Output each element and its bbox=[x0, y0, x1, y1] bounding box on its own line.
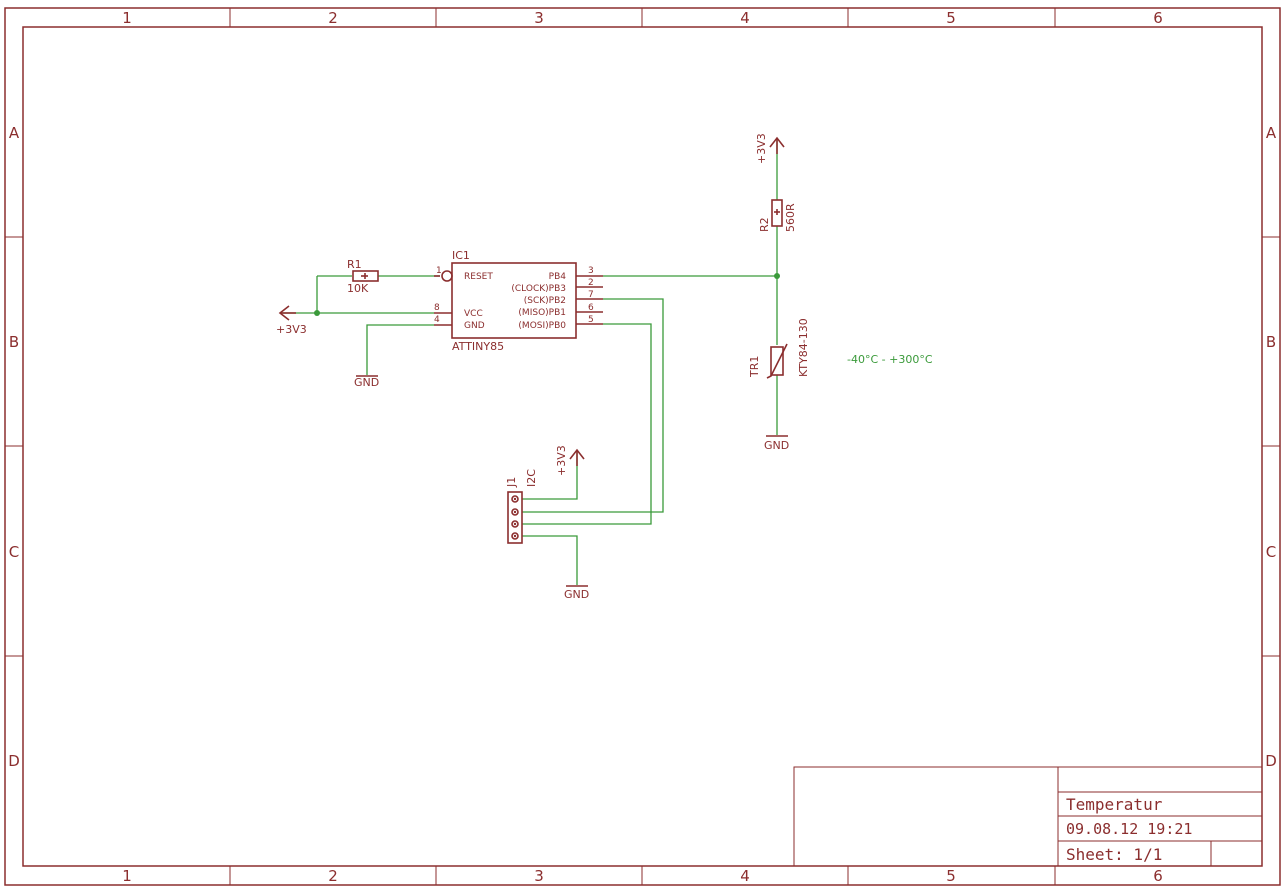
j1-value: I2C bbox=[525, 469, 538, 487]
wire-j1-gnd bbox=[522, 535, 578, 585]
connector-j1-body bbox=[507, 491, 523, 544]
ic1-pin-num-4: 4 bbox=[434, 315, 440, 325]
thermistor-tr1[interactable]: TR1 KTY84-130 -40°C - +300°C bbox=[748, 318, 933, 379]
j1-name: J1 bbox=[505, 477, 518, 488]
r1-value: 10K bbox=[347, 282, 369, 295]
row-label-left-b: B bbox=[9, 333, 19, 351]
junction-pb4 bbox=[774, 273, 780, 279]
supply-3v3-j1[interactable]: +3V3 bbox=[555, 445, 585, 476]
header-pin-icon bbox=[511, 495, 519, 503]
col-label-top-6: 6 bbox=[1153, 9, 1163, 27]
connector-j1[interactable]: J1 I2C bbox=[505, 469, 538, 544]
wire-pb2-j1 bbox=[522, 298, 664, 513]
row-label-right-b: B bbox=[1266, 333, 1276, 351]
ic1-name: IC1 bbox=[452, 249, 470, 262]
title-block-title: Temperatur bbox=[1066, 795, 1163, 814]
resistor-r2[interactable]: R2 560R bbox=[758, 199, 797, 232]
tr1-range-note: -40°C - +300°C bbox=[847, 353, 933, 366]
row-label-right-d: D bbox=[1265, 752, 1277, 770]
row-label-left-d: D bbox=[8, 752, 20, 770]
ic1-pin-label-pb1: (MISO)PB1 bbox=[518, 308, 566, 318]
header-pin-icon bbox=[511, 532, 519, 540]
gnd-symbol-ic[interactable]: GND bbox=[354, 375, 379, 389]
junction-vcc bbox=[314, 310, 320, 316]
col-label-top-2: 2 bbox=[328, 9, 338, 27]
ic1-pin-label-pb3: (CLOCK)PB3 bbox=[511, 284, 566, 294]
ic1-value: ATTINY85 bbox=[452, 340, 504, 353]
col-label-top-1: 1 bbox=[122, 9, 132, 27]
ic1-body bbox=[451, 262, 577, 339]
col-label-top-4: 4 bbox=[740, 9, 750, 27]
thermistor-slash-icon bbox=[766, 343, 788, 379]
header-pin-icon bbox=[511, 520, 519, 528]
ic1-pin-num-8: 8 bbox=[434, 303, 440, 313]
ic1-pin-num-3: 3 bbox=[588, 266, 594, 276]
col-label-top-5: 5 bbox=[946, 9, 956, 27]
col-label-top-3: 3 bbox=[534, 9, 544, 27]
col-label-bottom-5: 5 bbox=[946, 867, 956, 885]
gnd-tr1-label: GND bbox=[764, 439, 789, 452]
gnd-ic-label: GND bbox=[354, 376, 379, 389]
col-label-bottom-3: 3 bbox=[534, 867, 544, 885]
header-pin-icon bbox=[511, 508, 519, 516]
ic1-pin-label-reset: RESET bbox=[464, 272, 493, 282]
reset-inverted-bubble-icon bbox=[441, 270, 453, 282]
ic1-pin-num-2: 2 bbox=[588, 278, 594, 288]
title-block-date: 09.08.12 19:21 bbox=[1066, 820, 1192, 838]
title-block: Temperatur 09.08.12 19:21 Sheet: 1/1 bbox=[793, 766, 1263, 867]
supply-3v3-j1-label: +3V3 bbox=[555, 445, 568, 476]
row-label-left-a: A bbox=[9, 124, 20, 142]
gnd-j1-label: GND bbox=[564, 588, 589, 601]
wire-pb0-j1 bbox=[522, 323, 652, 525]
row-label-left-c: C bbox=[9, 543, 19, 561]
r1-name: R1 bbox=[347, 258, 362, 271]
resistor-r2-body bbox=[771, 199, 783, 227]
ic1-pin-label-vcc: VCC bbox=[464, 309, 483, 319]
ic1-attiny85[interactable]: IC1 ATTINY85 1 8 4 RESET VCC GND 3 2 7 6… bbox=[434, 249, 603, 353]
supply-3v3-left-label: +3V3 bbox=[276, 323, 307, 336]
ic1-pin-num-5: 5 bbox=[588, 315, 594, 325]
r2-name: R2 bbox=[758, 217, 771, 232]
ic1-pin-num-1: 1 bbox=[436, 266, 442, 276]
row-label-right-c: C bbox=[1266, 543, 1276, 561]
frame-outer-border bbox=[4, 7, 1281, 886]
ic1-pin-label-pb0: (MOSI)PB0 bbox=[518, 321, 566, 331]
row-label-right-a: A bbox=[1266, 124, 1277, 142]
col-label-bottom-2: 2 bbox=[328, 867, 338, 885]
col-label-bottom-4: 4 bbox=[740, 867, 750, 885]
gnd-symbol-j1[interactable]: GND bbox=[564, 585, 589, 601]
ic1-pin-label-gnd: GND bbox=[464, 321, 485, 331]
drawing-frame: 1 2 3 4 5 6 1 2 3 4 5 6 A B C D A B C D bbox=[4, 7, 1281, 886]
wires bbox=[282, 140, 780, 585]
title-block-sheet: Sheet: 1/1 bbox=[1066, 845, 1162, 864]
frame-inner-border bbox=[22, 26, 1263, 867]
ic1-pin-label-pb4: PB4 bbox=[549, 272, 567, 282]
r2-value: 560R bbox=[784, 203, 797, 232]
resistor-r1[interactable]: R1 10K bbox=[347, 258, 379, 295]
wire-ic-gnd bbox=[366, 324, 434, 375]
resistor-r1-body bbox=[352, 270, 379, 282]
wire-j1-3v3 bbox=[522, 452, 578, 500]
gnd-symbol-tr1[interactable]: GND bbox=[764, 435, 789, 452]
ic1-pin-num-7: 7 bbox=[588, 290, 594, 300]
col-label-bottom-6: 6 bbox=[1153, 867, 1163, 885]
col-label-bottom-1: 1 bbox=[122, 867, 132, 885]
ic1-pin-label-pb2: (SCK)PB2 bbox=[524, 296, 566, 306]
ic1-pin-num-6: 6 bbox=[588, 303, 594, 313]
supply-3v3-r2-label: +3V3 bbox=[755, 133, 768, 164]
tr1-value: KTY84-130 bbox=[797, 318, 810, 377]
supply-3v3-left[interactable]: +3V3 bbox=[276, 305, 307, 336]
thermistor-tr1-body bbox=[770, 346, 784, 376]
tr1-name: TR1 bbox=[748, 356, 761, 378]
supply-3v3-r2[interactable]: +3V3 bbox=[755, 133, 785, 164]
